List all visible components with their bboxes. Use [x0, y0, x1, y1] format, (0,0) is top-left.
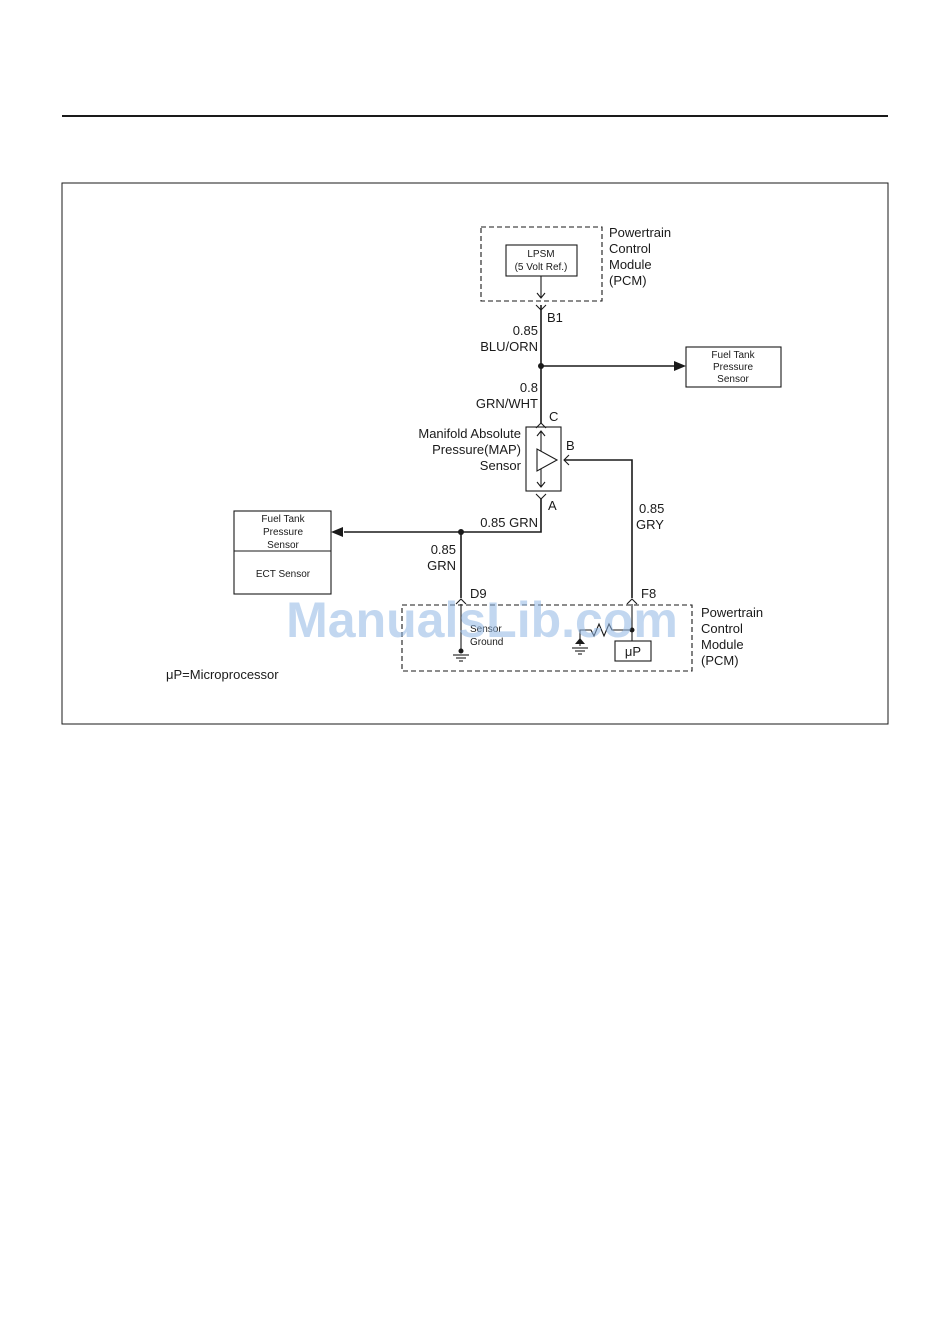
microprocessor-label: μP — [625, 644, 641, 659]
arrow-left-icon — [331, 527, 343, 537]
pcm-bottom-title-2: Control — [701, 621, 743, 636]
pcm-bottom-title-3: Module — [701, 637, 744, 652]
left-sensor-box — [233, 510, 332, 595]
pcm-top-title-2: Control — [609, 241, 651, 256]
left-fuel-tank-2: Pressure — [263, 527, 303, 538]
sensor-ground-1: Sensor — [470, 624, 502, 635]
diagram-frame — [61, 182, 889, 725]
ect-sensor-label: ECT Sensor — [256, 569, 311, 580]
watermark: ManualsLib.com — [286, 592, 678, 648]
f8-connector-icon — [626, 598, 638, 605]
pcm-bottom-boundary — [401, 604, 693, 672]
fuel-tank-right-1: Fuel Tank — [711, 350, 755, 361]
lpsm-arrow-icon — [536, 292, 546, 299]
arrow-right-icon — [674, 361, 686, 371]
amplifier-icon — [536, 448, 559, 472]
pcm-top-title-1: Powertrain — [609, 225, 671, 240]
terminal-b: B — [566, 438, 575, 453]
legend-microprocessor: μP=Microprocessor — [166, 667, 279, 682]
terminal-d9: D9 — [470, 586, 487, 601]
wire-grn-horizontal — [344, 499, 542, 533]
pcm-bottom-title-4: (PCM) — [701, 653, 739, 668]
fuel-tank-right-2: Pressure — [713, 362, 753, 373]
wire-grn-label: 0.85 GRN — [480, 515, 538, 530]
d9-connector-icon — [455, 598, 467, 605]
map-sensor: C B A Manifold Absolute Pressure(MAP) Se… — [418, 409, 574, 513]
wire-gry — [564, 459, 633, 598]
ground-arrow-icon — [575, 638, 585, 644]
pcm-top: LPSM (5 Volt Ref.) Powertrain Control Mo… — [480, 225, 671, 325]
wire-grn-v-color: GRN — [427, 558, 456, 573]
left-fuel-tank-1: Fuel Tank — [261, 514, 305, 525]
map-down-arrow-icon — [536, 481, 546, 488]
lpsm-sublabel: (5 Volt Ref.) — [515, 262, 568, 273]
pcm-bottom: D9 Sensor Ground F8 μP Powertrain Contro… — [401, 586, 763, 672]
terminal-a: A — [548, 498, 557, 513]
wire-gry-color: GRY — [636, 517, 664, 532]
left-fuel-tank-3: Sensor — [267, 540, 299, 551]
d9-node — [458, 648, 464, 654]
fuel-tank-right-3: Sensor — [717, 374, 749, 385]
c-connector-icon — [535, 422, 547, 429]
wire-gry-gauge: 0.85 — [639, 501, 664, 516]
a-connector-icon — [535, 493, 547, 500]
terminal-f8: F8 — [641, 586, 656, 601]
sensor-ground-2: Ground — [470, 637, 503, 648]
pcm-top-title-4: (PCM) — [609, 273, 647, 288]
lpsm-label: LPSM — [527, 249, 554, 260]
fuel-tank-sensor-right — [685, 346, 782, 388]
map-label-3: Sensor — [480, 458, 522, 473]
wire-grn-v-gauge: 0.85 — [431, 542, 456, 557]
pcm-top-title-3: Module — [609, 257, 652, 272]
wire-grn-wht-color: GRN/WHT — [476, 396, 538, 411]
resistor-icon — [579, 622, 632, 646]
map-label-2: Pressure(MAP) — [432, 442, 521, 457]
wire-blu-orn-gauge: 0.85 — [513, 323, 538, 338]
microprocessor-box — [614, 640, 652, 662]
terminal-b1: B1 — [547, 310, 563, 325]
wire-grn-wht-gauge: 0.8 — [520, 380, 538, 395]
map-up-arrow-icon — [536, 430, 546, 437]
pcm-top-boundary — [480, 226, 603, 302]
wire-blu-orn-color: BLU/ORN — [480, 339, 538, 354]
map-sensor-box — [525, 426, 562, 492]
map-label-1: Manifold Absolute — [418, 426, 521, 441]
terminal-c: C — [549, 409, 558, 424]
pcm-bottom-title-1: Powertrain — [701, 605, 763, 620]
